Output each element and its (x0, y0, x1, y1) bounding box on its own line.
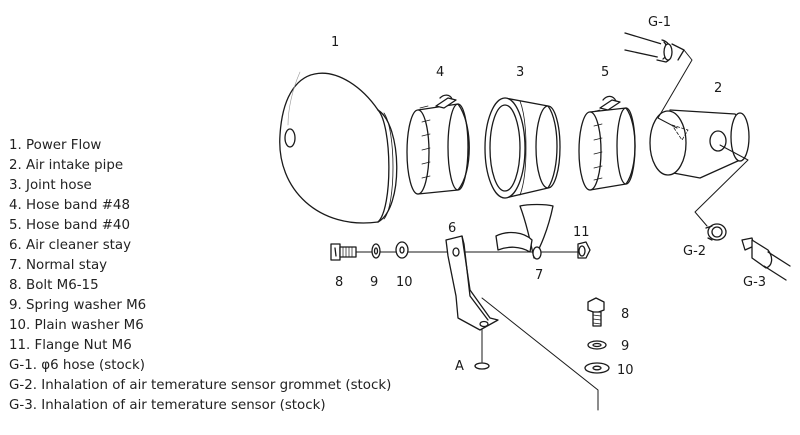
hose-band-40 (578, 95, 636, 191)
flange-nut (577, 241, 591, 259)
parts-list-item: 1. Power Flow (9, 138, 102, 153)
parts-list-item: 3. Joint hose (9, 178, 92, 193)
spring-washer-left (371, 243, 381, 259)
callout-labels: 1 2 3 4 5 6 7 8 9 10 11 8 9 10 G-1 G-2 G… (331, 15, 766, 378)
parts-list-item: 7. Normal stay (9, 258, 108, 273)
air-intake-pipe (649, 109, 750, 179)
bolt-m6-15-left (330, 243, 357, 261)
bolt-m6-15-right (587, 297, 605, 327)
leader-lines (355, 49, 749, 411)
air-cleaner-stay (445, 235, 499, 331)
parts-list-item: G-2. Inhalation of air temerature sensor… (9, 378, 392, 393)
g3-sensor (741, 237, 791, 281)
label-g2: G-2 (683, 244, 706, 259)
parts-list-item: 2. Air intake pipe (9, 158, 124, 173)
label-11: 11 (573, 225, 590, 240)
parts-list-item: 11. Flange Nut M6 (9, 338, 132, 353)
spring-washer-right (587, 340, 607, 350)
parts-list-item: 9. Spring washer M6 (9, 298, 147, 313)
g1-hose (624, 32, 685, 63)
label-5: 5 (601, 65, 609, 80)
label-g3: G-3 (743, 275, 766, 290)
parts-list-item: G-1. φ6 hose (stock) (9, 358, 145, 373)
label-9-right: 9 (621, 339, 629, 354)
plain-washer-left (395, 241, 409, 259)
plain-washer-right (584, 362, 610, 374)
label-1: 1 (331, 35, 339, 50)
label-10-left: 10 (396, 275, 413, 290)
point-a-mark (474, 362, 490, 370)
parts-list-item: 6. Air cleaner stay (9, 238, 132, 253)
parts-list: 1. Power Flow 2. Air intake pipe 3. Join… (9, 136, 391, 416)
label-2: 2 (714, 81, 722, 96)
normal-stay (495, 203, 554, 260)
label-3: 3 (516, 65, 524, 80)
label-a: A (455, 359, 464, 374)
label-6: 6 (448, 221, 456, 236)
parts-list-item: 5. Hose band #40 (9, 218, 130, 233)
label-4: 4 (436, 65, 444, 80)
label-10-right: 10 (617, 363, 634, 378)
label-9-left: 9 (370, 275, 378, 290)
joint-hose (484, 97, 561, 199)
label-8-left: 8 (335, 275, 343, 290)
hose-band-48 (406, 94, 470, 195)
parts-list-item: 10. Plain washer M6 (9, 318, 144, 333)
parts-list-item: G-3. Inhalation of air temerature sensor… (9, 398, 326, 413)
parts-list-item: 8. Bolt M6-15 (9, 278, 99, 293)
parts-list-item: 4. Hose band #48 (9, 198, 130, 213)
power-flow-filter (279, 71, 398, 224)
label-g1: G-1 (648, 15, 671, 30)
label-7: 7 (535, 268, 543, 283)
label-8-right: 8 (621, 307, 629, 322)
g2-grommet (705, 223, 727, 241)
